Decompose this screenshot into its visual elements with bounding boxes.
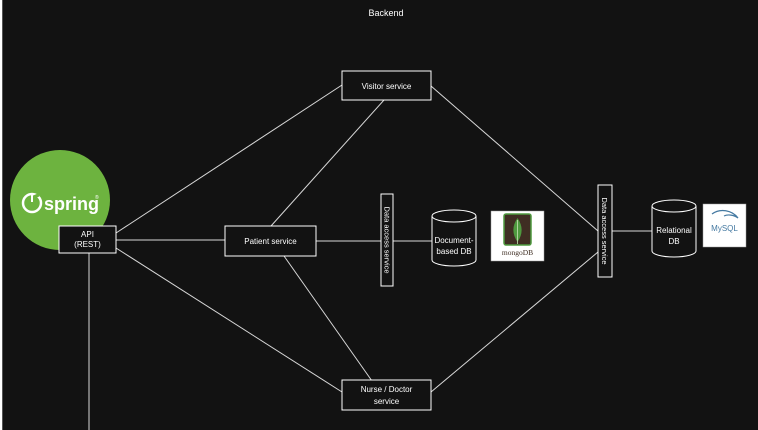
data-access-service-label-1: Data access service [383,206,392,273]
visitor-service-node: Visitor service [341,70,432,101]
api-node: API (REST) [58,225,117,254]
visitor-service-label: Visitor service [362,82,412,91]
data-access-service-label-2: Data access service [600,197,609,264]
relational-db-label-line1: Relational [656,226,692,235]
relational-db-label-line2: DB [668,237,679,246]
nurse-doctor-service-label-line2: service [374,397,400,406]
connector-patient-visitor [270,99,385,227]
spring-leaf-icon [21,192,43,214]
connector-visitor-dal2 [430,85,599,232]
mysql-logo-text-content: MySQL [711,224,738,233]
mysql-logo: MySQL [702,203,747,248]
document-db-label-line2: based DB [436,247,471,256]
nurse-doctor-service-label-line1: Nurse / Doctor [361,385,413,394]
frame-title: Backend [368,8,403,18]
connector-api-visitor [115,84,343,234]
mysql-logo-text: MySQL [711,224,738,233]
relational-db-node: Relational DB [651,199,697,258]
connector-api-nurse [115,247,343,393]
data-access-service-node-1: Data access service [380,193,394,287]
patient-service-node: Patient service [224,225,317,257]
api-node-label-line2: (REST) [74,240,101,249]
connector-patient-nurse [283,255,373,382]
mongodb-logo-text: mongoDB [502,248,533,257]
connectors [88,84,652,430]
api-node-label-line1: API [81,230,94,239]
patient-service-label: Patient service [244,237,297,246]
mysql-dolphin-icon [711,209,739,219]
document-db-label-line1: Document- [434,236,473,245]
document-db-node: Document- based DB [431,209,477,267]
data-access-service-node-2: Data access service [597,184,613,278]
spring-logo-text: spring [44,194,99,214]
spring-logo: spring ® [10,150,110,250]
connector-nurse-dal2 [430,251,599,393]
nurse-doctor-service-node: Nurse / Doctor service [341,379,432,411]
mongodb-logo: mongoDB [490,210,545,262]
registered-mark: ® [95,194,99,201]
